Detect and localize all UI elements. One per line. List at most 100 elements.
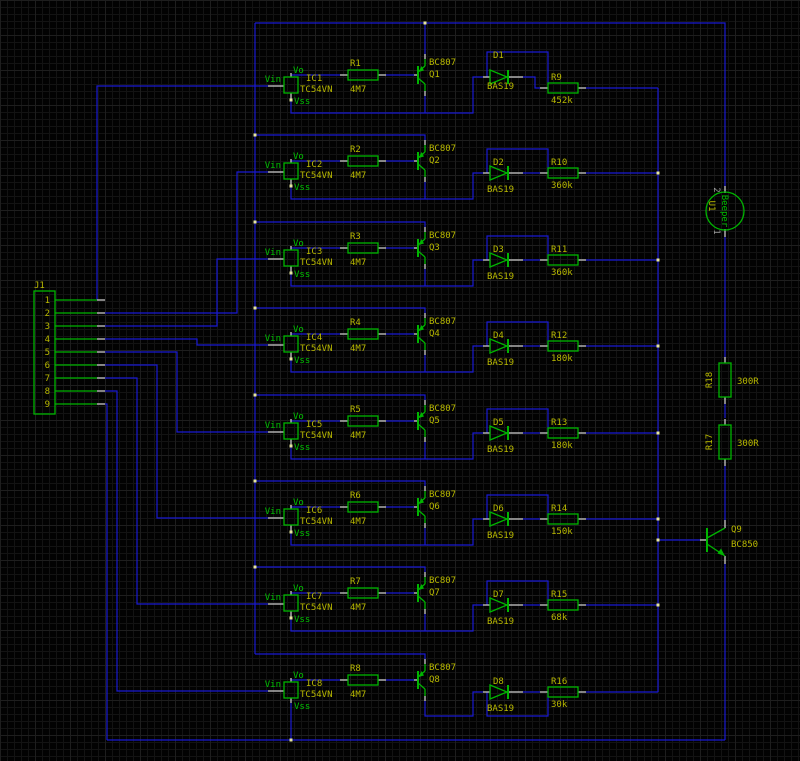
wire-segment[interactable] xyxy=(255,134,426,140)
wire-segment[interactable] xyxy=(255,307,426,313)
wire-segment[interactable] xyxy=(105,338,268,346)
wire-segment[interactable] xyxy=(255,566,426,572)
wire-segment[interactable] xyxy=(290,518,483,546)
wire-segment[interactable] xyxy=(486,408,549,433)
wires-row-4[interactable] xyxy=(255,307,658,373)
wire-segment[interactable] xyxy=(424,691,483,717)
wire-segment[interactable] xyxy=(255,394,426,400)
wires-row-7[interactable] xyxy=(255,566,658,632)
wire-segment[interactable] xyxy=(105,377,268,605)
wire-segment[interactable] xyxy=(105,258,268,327)
wires-row-1[interactable] xyxy=(290,51,658,114)
wires-rails[interactable] xyxy=(105,22,726,741)
wire-segment[interactable] xyxy=(105,390,268,692)
pin-number: 1 xyxy=(711,229,721,234)
ref-label: Q9 xyxy=(731,525,742,535)
wires-left-routing[interactable] xyxy=(96,85,268,692)
wire-segment[interactable] xyxy=(486,321,549,346)
buzzer-body xyxy=(705,191,745,231)
wires-row-3[interactable] xyxy=(255,221,658,287)
diode-triangle xyxy=(489,165,509,181)
value-label: Beeper xyxy=(719,195,729,228)
wire-segment[interactable] xyxy=(290,172,483,200)
wire-segment[interactable] xyxy=(486,51,549,83)
wire-segment[interactable] xyxy=(290,604,483,632)
wire-segment[interactable] xyxy=(486,580,549,605)
ref-label: R18 xyxy=(705,372,715,388)
wire-segment[interactable] xyxy=(290,345,483,373)
wire-segment[interactable] xyxy=(96,85,268,300)
wire-segment[interactable] xyxy=(105,171,268,314)
junction-dot xyxy=(289,98,293,102)
wires-row-8[interactable] xyxy=(255,653,658,740)
wire-segment[interactable] xyxy=(105,403,108,740)
pin-label-vin: Vin xyxy=(265,421,281,431)
junction-dot xyxy=(253,565,257,569)
wire-segment[interactable] xyxy=(290,432,483,460)
ref-label: D4 xyxy=(493,331,504,341)
wires-row-5[interactable] xyxy=(255,394,658,460)
wire-segment[interactable] xyxy=(255,221,426,227)
wire-segment[interactable] xyxy=(290,259,483,287)
wire-segment[interactable] xyxy=(105,351,268,433)
wires-row-2[interactable] xyxy=(255,134,658,200)
value-label: TC54VN xyxy=(300,85,333,95)
wire-segment[interactable] xyxy=(523,76,540,89)
wire-segment[interactable] xyxy=(486,692,549,717)
wire-segment[interactable] xyxy=(486,494,549,519)
wire-segment[interactable] xyxy=(486,235,549,260)
wire-segment[interactable] xyxy=(255,480,426,486)
wire-segment[interactable] xyxy=(255,22,726,186)
wires-row-6[interactable] xyxy=(255,480,658,546)
wire-segment[interactable] xyxy=(105,364,268,519)
wire-segment[interactable] xyxy=(255,653,426,659)
wire-segment[interactable] xyxy=(486,148,549,173)
wire-segment[interactable] xyxy=(290,76,483,114)
